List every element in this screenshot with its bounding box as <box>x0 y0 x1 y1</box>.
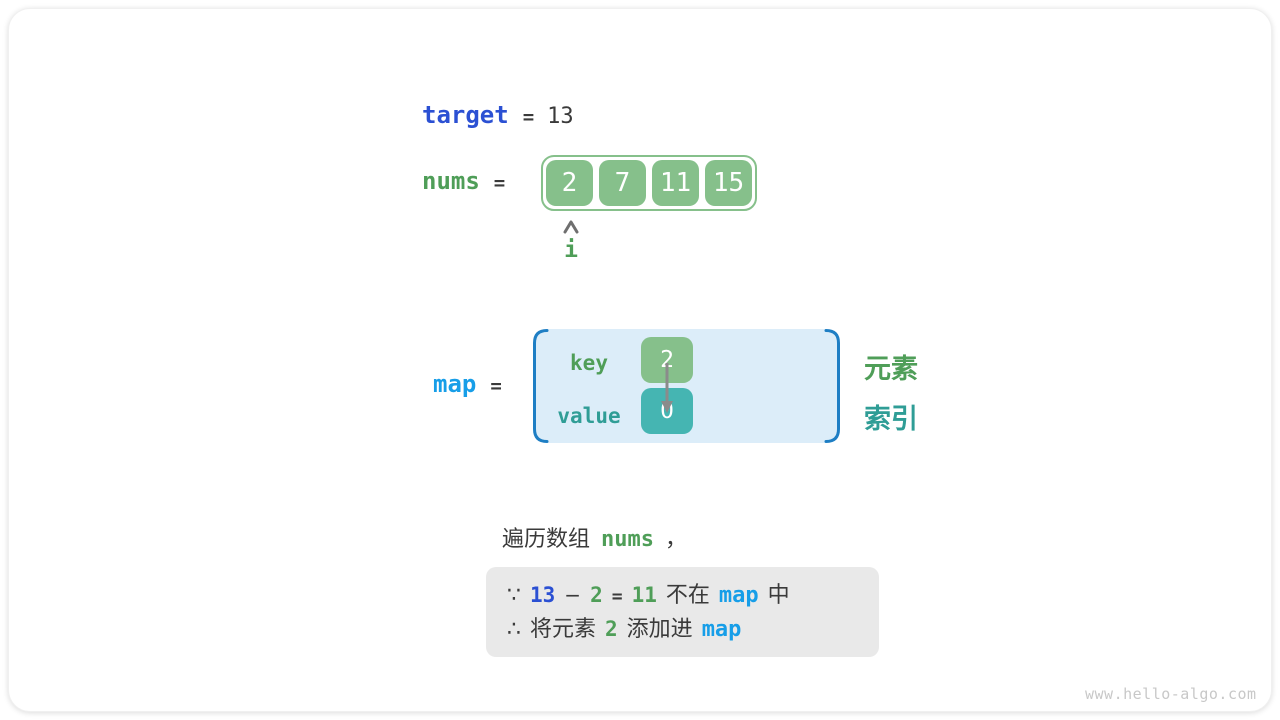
map-value-label: value <box>557 404 621 428</box>
diagram-card: target = 13 nums = 2 7 11 15 i map = <box>8 8 1272 712</box>
array-cell: 7 <box>599 160 646 206</box>
side-label-index: 索引 <box>864 404 918 435</box>
target-variable-label: target <box>422 101 509 129</box>
key-to-value-arrow-icon <box>661 363 673 413</box>
array-cell: 15 <box>705 160 752 206</box>
nums-array-container: 2 7 11 15 <box>541 155 757 211</box>
array-cell-value: 2 <box>561 168 578 198</box>
note-line-2: ∴ 将元素 2 添加进 map <box>507 613 861 646</box>
minus-sign: − <box>564 583 582 607</box>
map-panel: key 2 value 0 <box>530 327 844 445</box>
array-cell: 11 <box>652 160 699 206</box>
caption-line: 遍历数组 nums ， <box>502 521 687 553</box>
caption-comma: ， <box>665 527 688 552</box>
because-symbol: ∵ <box>507 583 521 608</box>
note-line-1: ∵ 13 − 2 = 11 不在 map 中 <box>507 579 861 613</box>
note-number: 11 <box>631 583 657 607</box>
nums-variable-label: nums <box>422 167 480 195</box>
note-code-map: map <box>718 583 759 608</box>
equals-sign: = <box>611 586 623 607</box>
caption-code: nums <box>601 527 654 552</box>
note-number: 13 <box>530 583 556 607</box>
caret-up-icon <box>562 219 580 234</box>
map-key-value: 2 <box>660 347 674 373</box>
target-value: 13 <box>547 104 574 129</box>
note-code-map: map <box>701 617 742 642</box>
therefore-symbol: ∴ <box>507 617 521 642</box>
array-cell: 2 <box>546 160 593 206</box>
array-cell-value: 7 <box>614 168 631 198</box>
side-label-element: 元素 <box>864 354 918 385</box>
map-label-row: map = <box>433 370 502 398</box>
note-text: 不在 <box>665 583 710 608</box>
equals-sign: = <box>522 106 535 128</box>
note-text: 中 <box>767 583 790 608</box>
map-brackets-icon <box>533 329 840 443</box>
map-key-label: key <box>570 351 608 375</box>
equals-sign: = <box>490 375 502 397</box>
equals-sign: = <box>493 172 506 194</box>
watermark: www.hello-algo.com <box>1085 685 1257 703</box>
array-cell-value: 15 <box>712 168 745 198</box>
array-cell-value: 11 <box>659 168 692 198</box>
note-box: ∵ 13 − 2 = 11 不在 map 中 ∴ 将元素 2 添加进 map <box>486 567 879 657</box>
note-text: 添加进 <box>626 617 693 642</box>
nums-label-row: nums = <box>422 167 505 195</box>
note-number: 2 <box>605 617 618 641</box>
map-variable-label: map <box>433 370 477 398</box>
index-pointer-label: i <box>564 237 578 263</box>
note-number: 2 <box>590 583 603 607</box>
note-text: 将元素 <box>530 617 597 642</box>
caption-prefix: 遍历数组 <box>502 527 591 552</box>
target-row: target = 13 <box>422 101 574 129</box>
